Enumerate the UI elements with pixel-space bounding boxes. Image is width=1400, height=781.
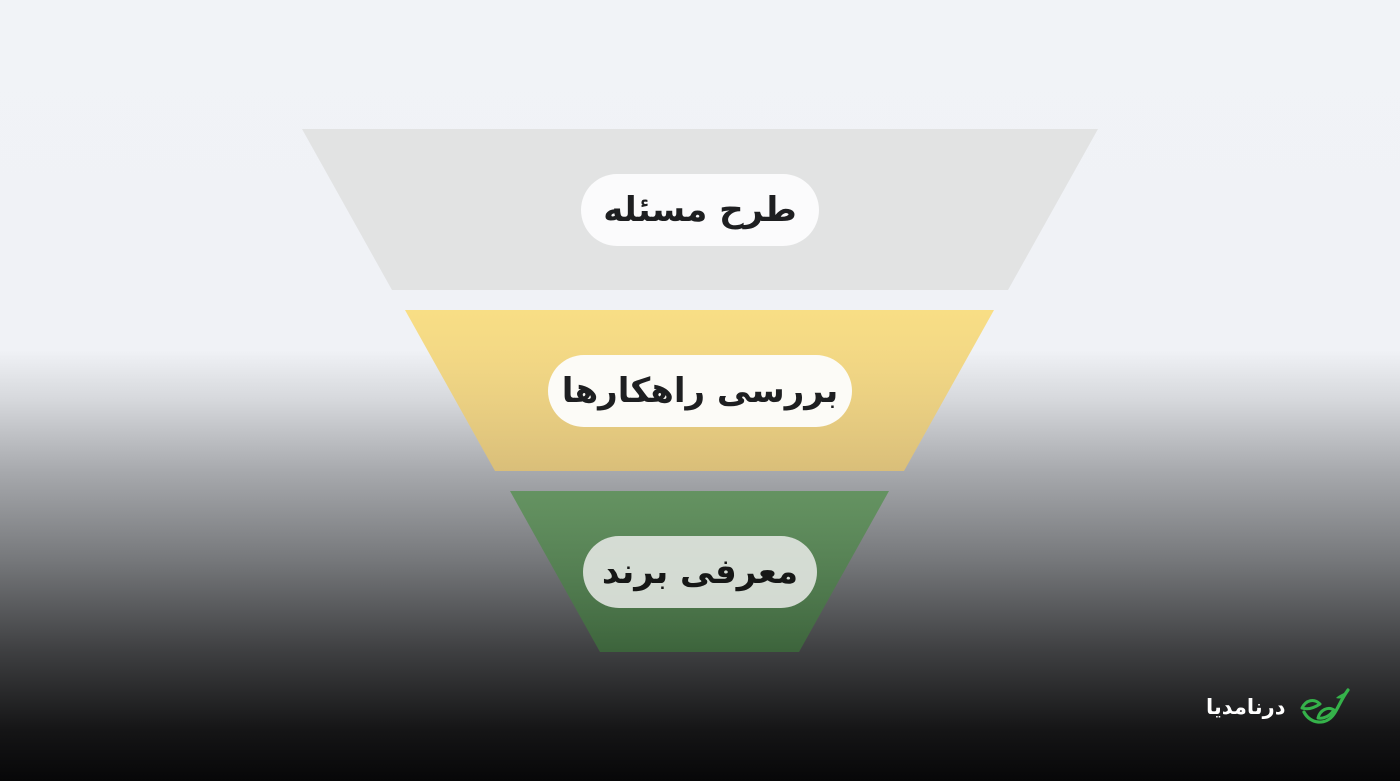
leaf-bird-logo-icon	[1300, 688, 1350, 724]
brand-name: درنامدیا	[1206, 695, 1286, 719]
stage-1-label: طرح مسئله	[581, 174, 819, 246]
stage-2-label: بررسی راهکارها	[548, 355, 852, 427]
brand-watermark: درنامدیا	[1206, 682, 1356, 732]
stage-3-label: معرفی برند	[583, 536, 817, 608]
